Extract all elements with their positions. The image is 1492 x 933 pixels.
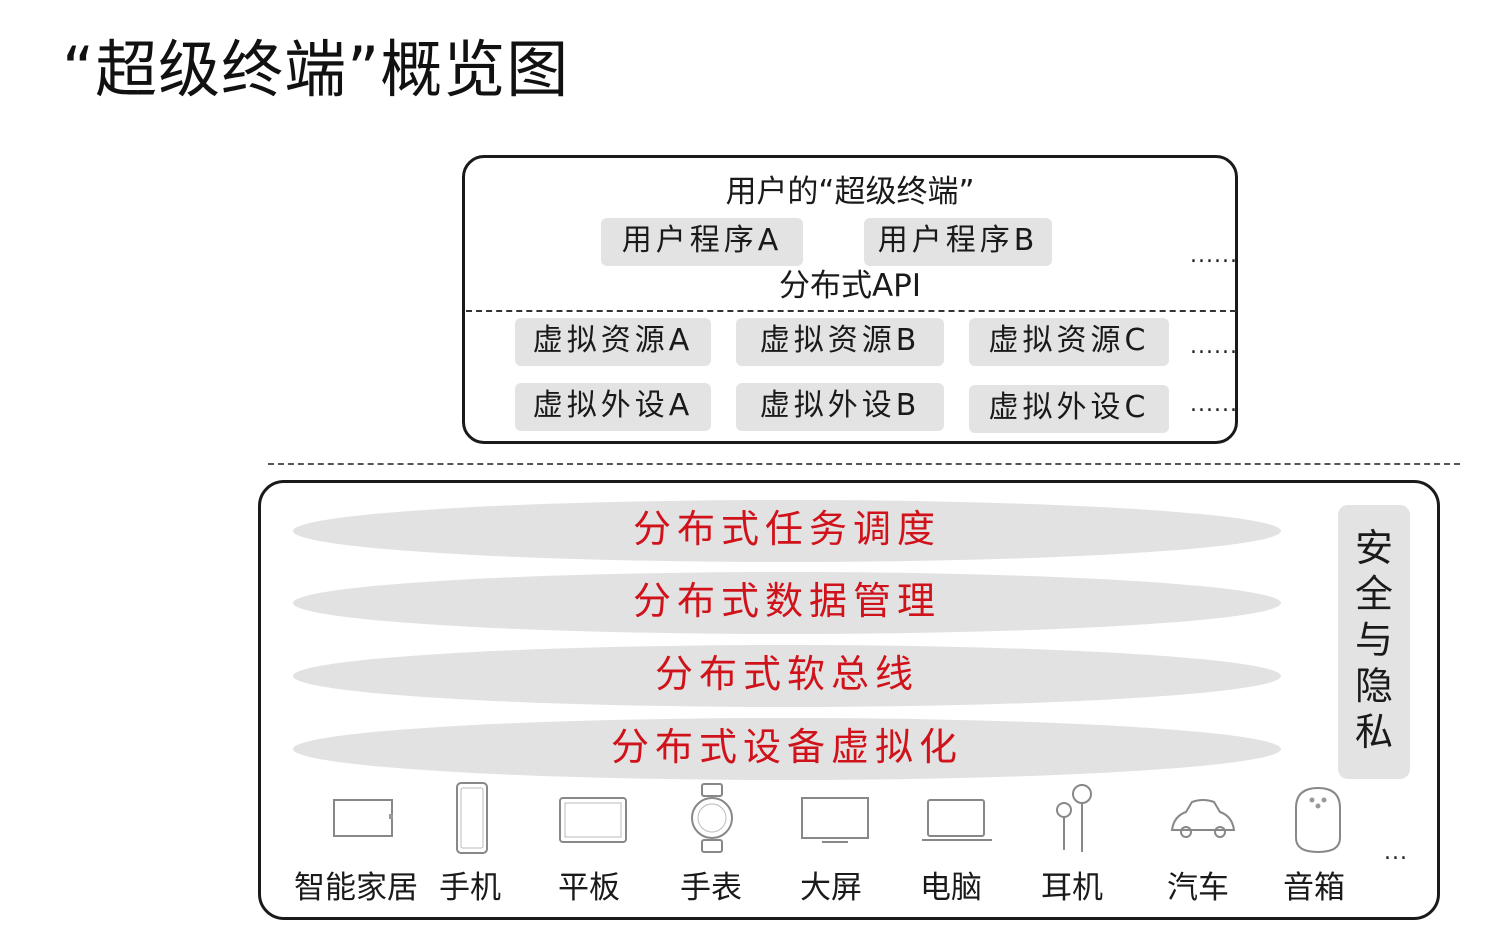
data-management-layer bbox=[293, 572, 1281, 634]
programs-ellipsis: ...... bbox=[1190, 243, 1238, 268]
virtual-peripheral-b-chip: 虚拟外设B bbox=[736, 383, 944, 431]
device-label-laptop: 电脑 bbox=[920, 870, 982, 906]
data-management-label: 分布式数据管理 bbox=[632, 579, 941, 623]
device-label-earphones: 耳机 bbox=[1041, 870, 1103, 906]
device-label-car: 汽车 bbox=[1167, 870, 1229, 906]
device-label-watch: 手表 bbox=[680, 870, 742, 906]
distributed-api-label: 分布式API bbox=[778, 268, 922, 304]
soft-bus-label: 分布式软总线 bbox=[654, 652, 919, 696]
security-privacy-panel bbox=[1338, 505, 1410, 779]
device-label-phone: 手机 bbox=[439, 870, 501, 906]
security-privacy-label: 安全与隐私 bbox=[1354, 526, 1393, 754]
virtual-peripheral-c-chip: 虚拟外设C bbox=[969, 385, 1169, 433]
virtual-resource-b-chip: 虚拟资源B bbox=[736, 318, 944, 366]
device-virtualization-label: 分布式设备虚拟化 bbox=[610, 725, 963, 769]
peripherals-ellipsis: ...... bbox=[1190, 392, 1238, 417]
virtual-resource-a-chip: 虚拟资源A bbox=[515, 318, 711, 366]
devices-ellipsis: ... bbox=[1384, 840, 1408, 865]
super-terminal-box bbox=[462, 155, 1238, 444]
virtual-peripheral-a-chip: 虚拟外设A bbox=[515, 383, 711, 431]
page-title: “超级终端”概览图 bbox=[62, 33, 570, 106]
soft-bus-layer bbox=[293, 645, 1281, 707]
resources-ellipsis: ...... bbox=[1190, 334, 1238, 359]
device-label-speaker: 音箱 bbox=[1283, 870, 1345, 906]
layer-separator bbox=[268, 463, 1460, 465]
distributed-framework-box bbox=[258, 480, 1440, 920]
device-label-tablet: 平板 bbox=[558, 870, 620, 906]
super-terminal-title: 用户的“超级终端” bbox=[725, 174, 975, 210]
device-label-big-screen: 大屏 bbox=[800, 870, 862, 906]
user-program-b-chip: 用户程序B bbox=[864, 218, 1052, 266]
virtual-resource-c-chip: 虚拟资源C bbox=[969, 318, 1169, 366]
device-virtualization-layer bbox=[293, 718, 1281, 780]
user-program-a-chip: 用户程序A bbox=[601, 218, 803, 266]
api-divider bbox=[466, 310, 1236, 312]
task-scheduling-label: 分布式任务调度 bbox=[632, 507, 941, 551]
task-scheduling-layer bbox=[293, 500, 1281, 562]
device-label-smart-home: 智能家居 bbox=[294, 870, 418, 906]
